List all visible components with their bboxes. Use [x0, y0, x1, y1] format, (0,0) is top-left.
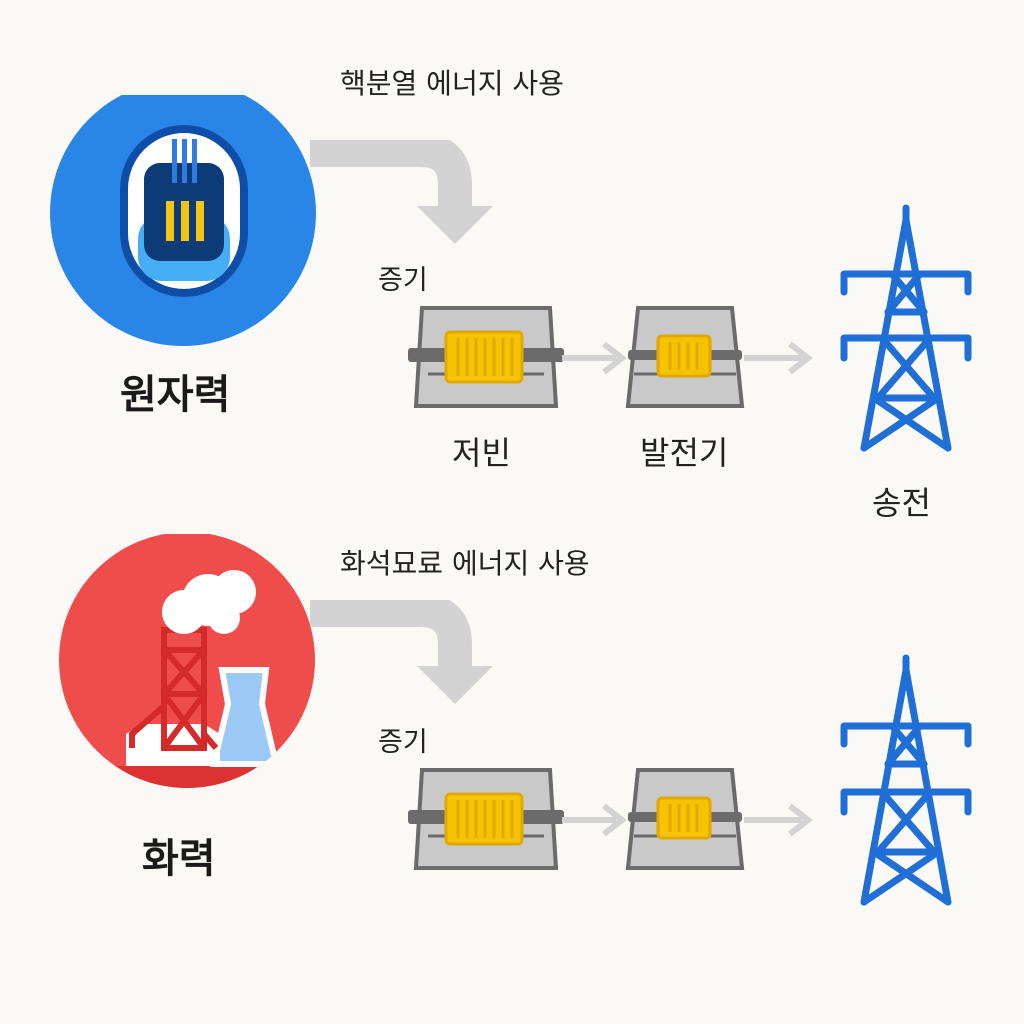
arrow-icon [562, 803, 627, 837]
turbine-label: 저빈 [452, 434, 511, 472]
power-plant-icon [59, 534, 315, 788]
generator-label: 발전기 [640, 434, 729, 472]
arrow-icon [744, 803, 813, 837]
arrow-icon [562, 341, 627, 375]
generator-icon [625, 768, 745, 870]
nuclear-title: 원자력 [120, 372, 231, 418]
thermal-energy-label: 화석묘료 에너지 사용 [340, 547, 590, 580]
thermal-title: 화력 [142, 836, 216, 882]
transmission-label: 송전 [872, 484, 931, 522]
turbine-icon [408, 306, 564, 408]
reactor-icon [50, 95, 316, 346]
arrow-icon [744, 341, 813, 375]
arrow-icon [310, 600, 493, 704]
arrow-icon [310, 140, 493, 244]
transmission-tower-icon [840, 654, 972, 906]
transmission-tower-icon [840, 204, 972, 452]
nuclear-energy-label: 핵분열 에너지 사용 [340, 67, 564, 100]
generator-icon [625, 306, 745, 408]
turbine-icon [408, 768, 564, 870]
thermal-steam-label: 증기 [378, 727, 428, 758]
nuclear-steam-label: 증기 [378, 265, 428, 296]
